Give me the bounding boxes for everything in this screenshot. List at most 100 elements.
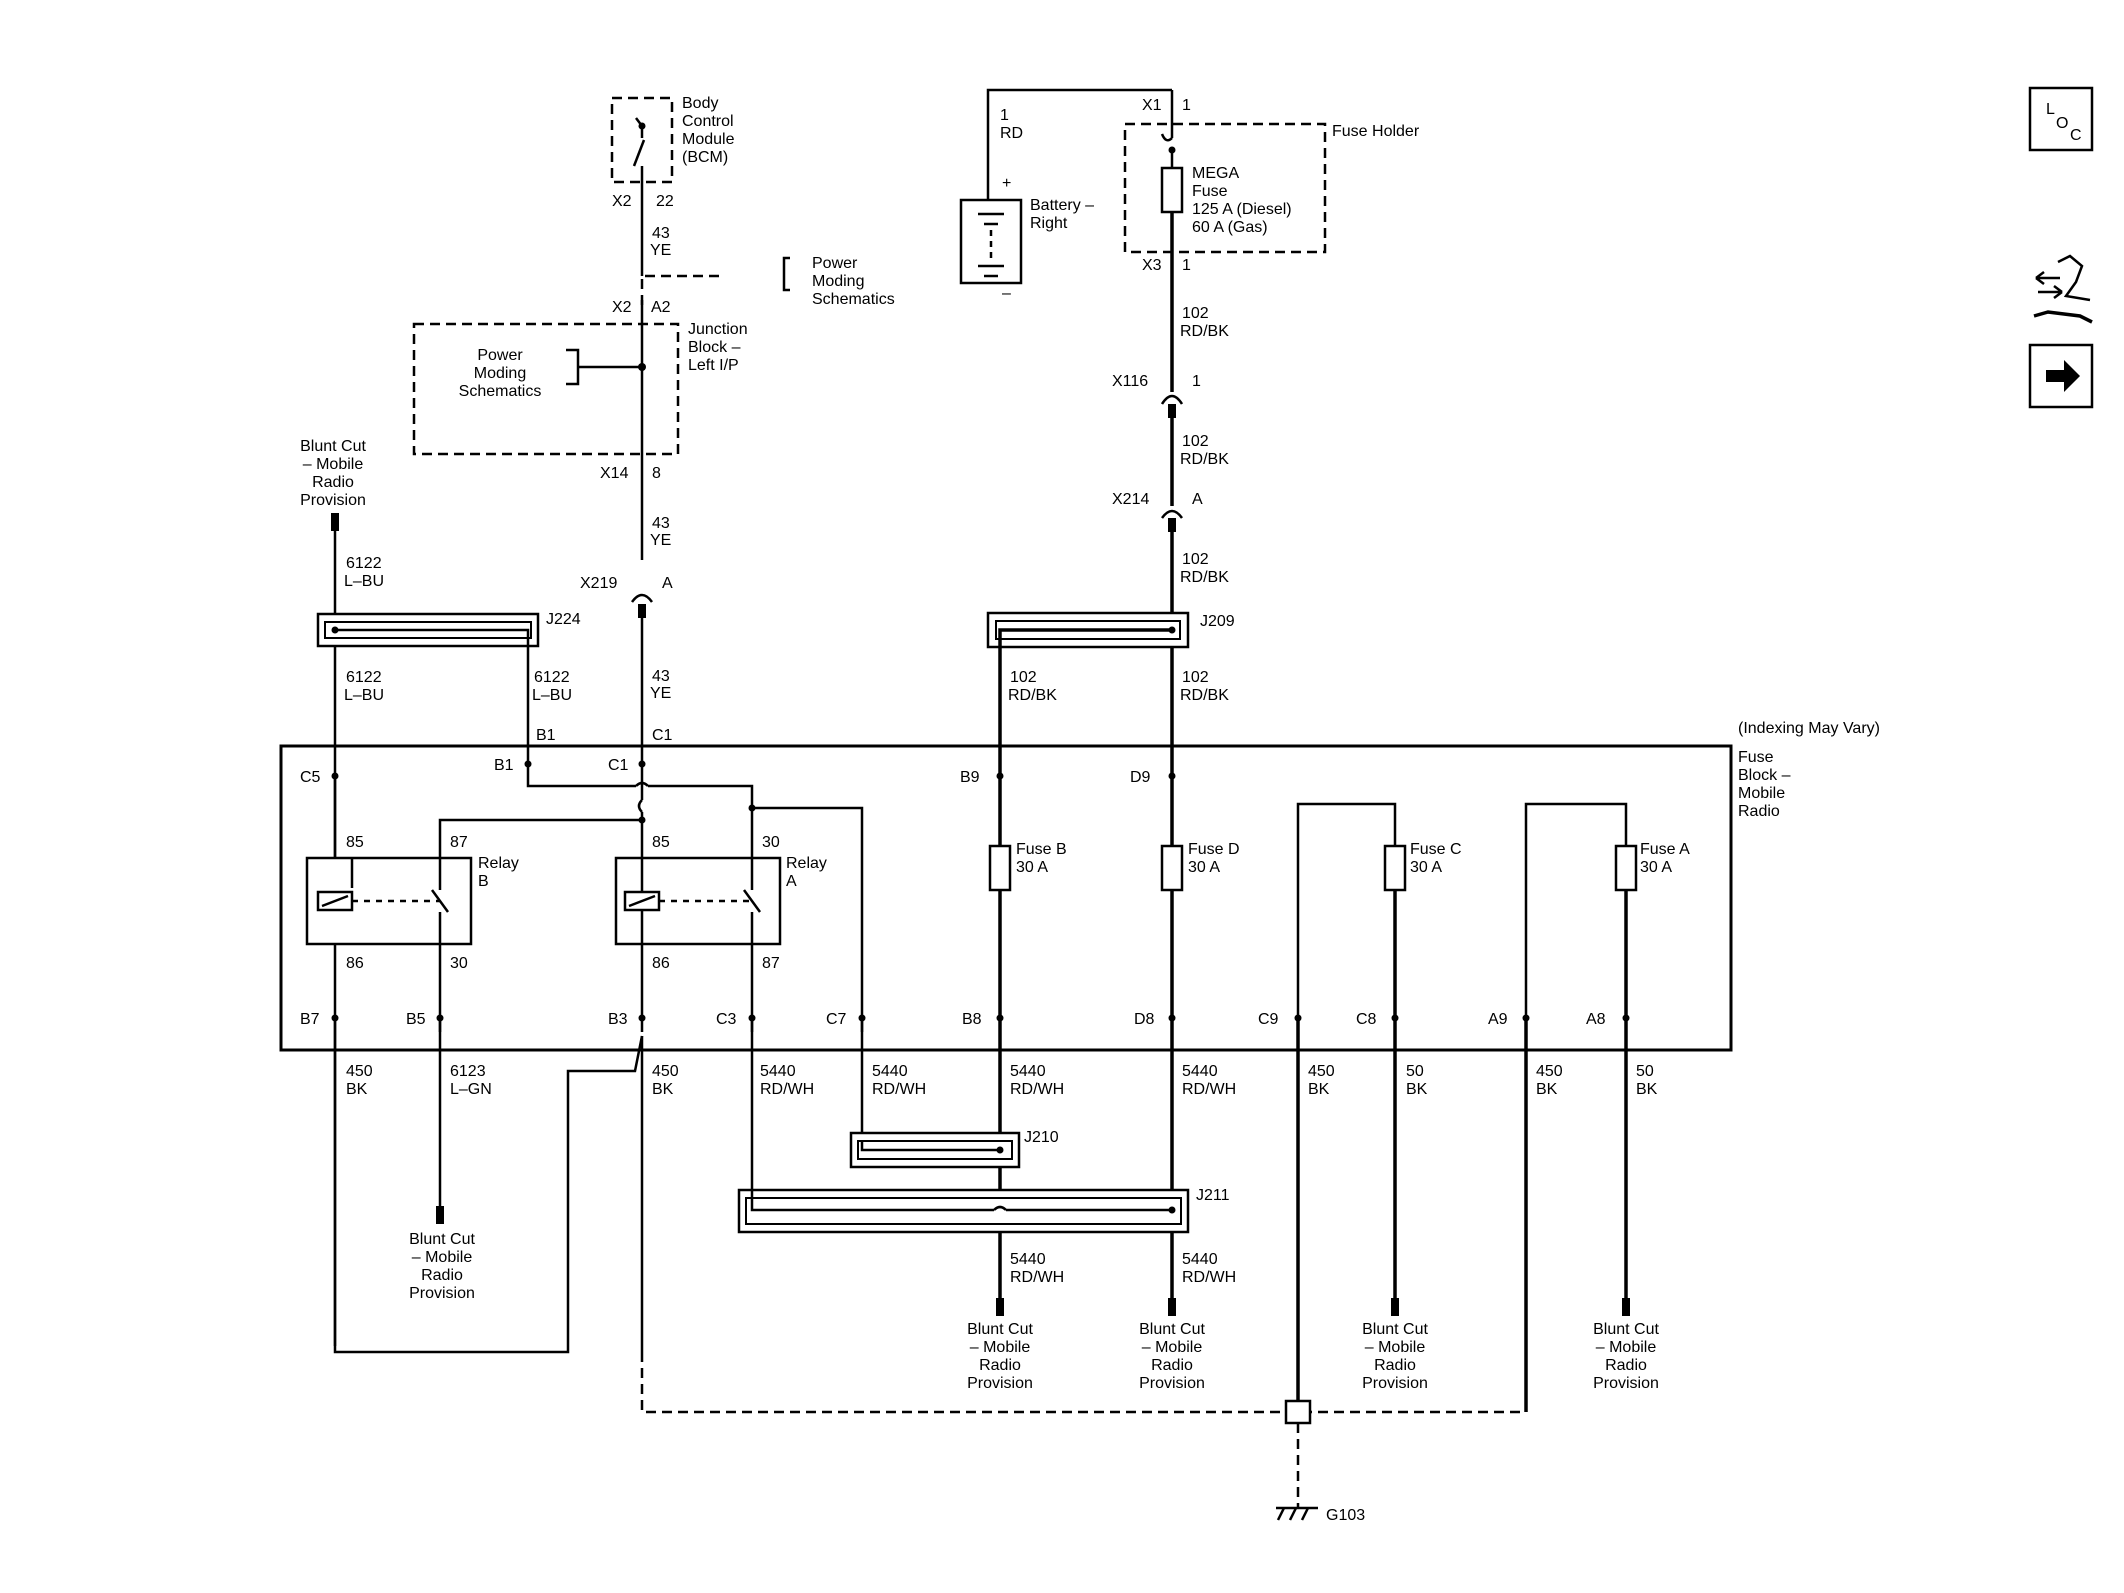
wire-102-d-num: 102 xyxy=(1010,669,1037,686)
battery-color: RD xyxy=(1000,125,1023,142)
pin-c8: C8 xyxy=(1356,1011,1377,1028)
battery-plus: + xyxy=(1002,175,1011,192)
wire-102-b-num: 102 xyxy=(1182,433,1209,450)
fuse-block-outline xyxy=(279,744,1733,1052)
wire-c8-num: 50 xyxy=(1406,1063,1424,1080)
loc-icon[interactable] xyxy=(2028,86,2094,152)
pin-c7: C7 xyxy=(826,1011,847,1028)
wire-c9-num: 450 xyxy=(1308,1063,1335,1080)
j210-label: J210 xyxy=(1024,1129,1059,1146)
relay-b-87: 87 xyxy=(450,834,468,851)
wire-a8-num: 50 xyxy=(1636,1063,1654,1080)
wire-102-b-color: RD/BK xyxy=(1180,451,1229,468)
pin-c1-out: C1 xyxy=(652,727,673,744)
fuse-c xyxy=(1383,844,1407,892)
wire-j211-right-num: 5440 xyxy=(1182,1251,1218,1268)
relay-a-30: 30 xyxy=(762,834,780,851)
wire-b3-num: 450 xyxy=(652,1063,679,1080)
loc-o: O xyxy=(2056,115,2068,132)
wire-102-e-num: 102 xyxy=(1182,669,1209,686)
x116-conn: X116 xyxy=(1112,373,1148,390)
relay-a-87: 87 xyxy=(762,955,780,972)
bcm-pin: 22 xyxy=(656,193,674,210)
j224-label: J224 xyxy=(546,611,581,628)
x116-connector xyxy=(1160,394,1184,405)
relay-b-85: 85 xyxy=(346,834,364,851)
battery-minus: – xyxy=(1002,285,1011,302)
wire-b5-color: L–GN xyxy=(450,1081,492,1098)
wire-102-c-num: 102 xyxy=(1182,551,1209,568)
wire-c7-num: 5440 xyxy=(872,1063,908,1080)
wire-43-low-color: YE xyxy=(650,685,671,702)
wire-a9-num: 450 xyxy=(1536,1063,1563,1080)
j209-label: J209 xyxy=(1200,613,1235,630)
wrench-and-arrows-icon[interactable] xyxy=(2033,254,2093,324)
wire-b7-color: BK xyxy=(346,1081,368,1098)
pin-c3: C3 xyxy=(716,1011,737,1028)
fh-bottom-conn: X3 xyxy=(1142,257,1162,274)
relay-a-86: 86 xyxy=(652,955,670,972)
pin-a8: A8 xyxy=(1586,1011,1606,1028)
indexing-note: (Indexing May Vary) xyxy=(1738,720,1880,737)
ground-label: G103 xyxy=(1326,1507,1365,1524)
pin-b1-out: B1 xyxy=(536,727,556,744)
ground-splice xyxy=(1284,1399,1312,1425)
fuse-holder-box xyxy=(1123,122,1327,254)
pin-c9: C9 xyxy=(1258,1011,1279,1028)
wire-6122-right-color: L–BU xyxy=(532,687,572,704)
fh-bottom-pin: 1 xyxy=(1182,257,1191,274)
x219-connector xyxy=(630,593,654,603)
pin-c1: C1 xyxy=(608,757,629,774)
wire-a8-color: BK xyxy=(1636,1081,1658,1098)
wire-a9-color: BK xyxy=(1536,1081,1558,1098)
j211-label: J211 xyxy=(1196,1187,1230,1204)
jb-out-pin: 8 xyxy=(652,465,661,482)
jb-in-conn: X2 xyxy=(612,299,632,316)
right-arrow-icon[interactable] xyxy=(2028,343,2094,409)
wire-c9-color: BK xyxy=(1308,1081,1330,1098)
wire-6122-right-num: 6122 xyxy=(534,669,570,686)
wire-102-a-color: RD/BK xyxy=(1180,323,1229,340)
relay-b-86: 86 xyxy=(346,955,364,972)
loc-c: C xyxy=(2070,127,2082,144)
pin-c5: C5 xyxy=(300,769,321,786)
wire-43-mid-num: 43 xyxy=(652,515,670,532)
fh-top-pin: 1 xyxy=(1182,97,1191,114)
x214-conn: X214 xyxy=(1112,491,1149,508)
jb-out-conn: X14 xyxy=(600,465,629,482)
pin-b7: B7 xyxy=(300,1011,320,1028)
wire-j211-left-num: 5440 xyxy=(1010,1251,1046,1268)
fuse-d xyxy=(1160,844,1184,892)
wire-c7-color: RD/WH xyxy=(872,1081,926,1098)
wire-43-mid-color: YE xyxy=(650,532,671,549)
bcm-feed xyxy=(412,96,790,764)
wire-b3-color: BK xyxy=(652,1081,674,1098)
wire-b7-num: 450 xyxy=(346,1063,373,1080)
pin-b3: B3 xyxy=(608,1011,628,1028)
fuse-block xyxy=(279,744,1733,1310)
battery-pin: 1 xyxy=(1000,107,1009,124)
wire-j211-left-color: RD/WH xyxy=(1010,1269,1064,1286)
wire-6122-top-color: L–BU xyxy=(344,573,384,590)
wire-6122-left-color: L–BU xyxy=(344,687,384,704)
mega-fuse xyxy=(1160,166,1184,214)
wire-43-low-num: 43 xyxy=(652,668,670,685)
wire-102-a-num: 102 xyxy=(1182,305,1209,322)
battery-name: Battery –Right xyxy=(1030,197,1094,232)
bcm-wire-num: 43 xyxy=(652,225,670,242)
wire-6122-left-num: 6122 xyxy=(346,669,382,686)
pin-b5: B5 xyxy=(406,1011,426,1028)
pin-b1: B1 xyxy=(494,757,514,774)
wire-b5-num: 6123 xyxy=(450,1063,486,1080)
